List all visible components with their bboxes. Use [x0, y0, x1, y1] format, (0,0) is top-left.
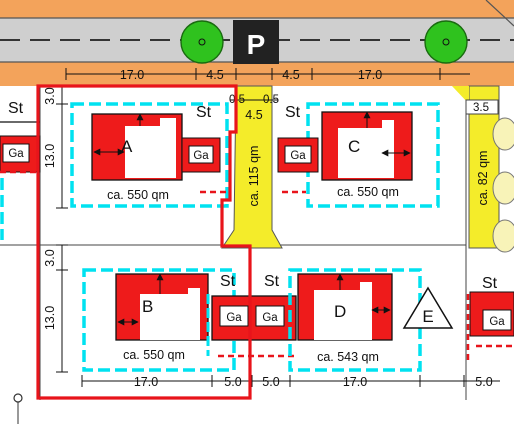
parking-label: St: [196, 104, 212, 121]
plot-d-label: D: [334, 302, 346, 321]
garage-label: Ga: [193, 150, 209, 162]
plot-c-area: ca. 550 qm: [337, 185, 399, 199]
garage-right-edge: Ga: [466, 291, 514, 360]
plot-d-area: ca. 543 qm: [317, 350, 379, 364]
plot-a-label: A: [121, 137, 133, 156]
top-dimension-line: [65, 68, 470, 80]
path-right-area: ca. 82 qm: [476, 151, 490, 206]
dim-top-1: 17.0: [120, 68, 144, 82]
plot-d: D ca. 543 qm: [288, 268, 422, 372]
side-dimension-a: [56, 85, 68, 209]
dim-bottom-1: 17.0: [134, 375, 158, 389]
garage-label: Ga: [489, 316, 505, 328]
plot-e-triangle-icon: E: [402, 286, 454, 329]
dim-a-top: 3.0: [43, 87, 57, 104]
plot-c-label: C: [348, 137, 360, 156]
garage-label: Ga: [226, 312, 242, 324]
side-dimension-b: [56, 244, 68, 373]
garage-label: Ga: [290, 150, 306, 162]
plot-b: B ca. 550 qm: [82, 268, 236, 372]
road-top: [0, 0, 514, 18]
plot-e-label: E: [422, 307, 433, 326]
garage-left-edge: Ga: [0, 121, 41, 174]
parking-label: St: [8, 100, 24, 117]
parking-label: St: [482, 275, 498, 292]
dim-path-width: 4.5: [245, 108, 262, 122]
parking-sign-label: P: [247, 29, 266, 60]
dim-top-2: 4.5: [206, 68, 223, 82]
plot-b-area: ca. 550 qm: [123, 348, 185, 362]
plot-b-label: B: [142, 297, 153, 316]
dim-bottom-5: 5.0: [475, 375, 492, 389]
dim-top-4: 17.0: [358, 68, 382, 82]
dim-top-3: 4.5: [282, 68, 299, 82]
footpath-right-flare: [452, 86, 469, 104]
parking-label: St: [285, 104, 301, 121]
garage-label: Ga: [8, 148, 24, 160]
path-middle-area: ca. 115 qm: [247, 146, 261, 207]
plot-a-area: ca. 550 qm: [107, 188, 169, 202]
garage-label: Ga: [262, 312, 278, 324]
dim-bottom-3: 5.0: [262, 375, 279, 389]
garages-center: Ga Ga: [206, 294, 297, 358]
survey-marker-icon: [13, 393, 23, 424]
parking-label: St: [220, 273, 236, 290]
tree-icon: [180, 20, 224, 64]
plot-c: C Ga ca. 550 qm: [277, 102, 440, 208]
bottom-dimension-line: [81, 375, 500, 387]
dim-bottom-2: 5.0: [224, 375, 241, 389]
dim-b-top: 3.0: [43, 249, 57, 266]
tree-icon: [424, 20, 468, 64]
dim-path-05-right: 0.5: [263, 94, 279, 106]
bush-icon: [492, 117, 514, 253]
plot-a: A Ga ca. 550 qm: [70, 102, 229, 208]
parking-label: St: [264, 273, 280, 290]
dim-bottom-4: 17.0: [343, 375, 367, 389]
dim-b-depth: 13.0: [43, 306, 57, 330]
parking-sign: P: [233, 20, 279, 64]
dim-a-depth: 13.0: [43, 144, 57, 168]
dim-path-right-width: 3.5: [473, 102, 489, 114]
highlight-border-ab: [36, 84, 252, 400]
